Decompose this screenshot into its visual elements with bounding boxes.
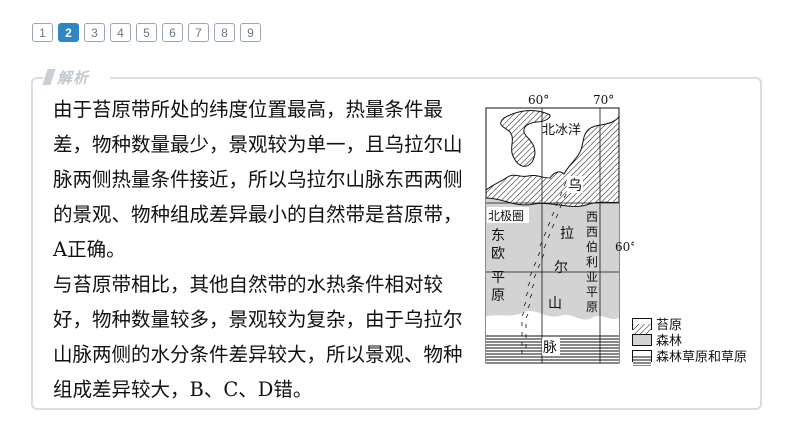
svg-text:伯: 伯 <box>586 239 598 254</box>
section-tag: 解析 <box>42 66 110 88</box>
section-tag-label: 解析 <box>57 68 90 87</box>
svg-text:乌: 乌 <box>568 178 582 194</box>
arctic-ocean-label: 北冰洋 <box>542 123 581 138</box>
svg-text:东: 东 <box>491 228 505 244</box>
svg-text:拉: 拉 <box>560 226 574 242</box>
page-button-7[interactable]: 7 <box>188 23 209 42</box>
svg-text:脉: 脉 <box>543 340 557 356</box>
svg-text:平: 平 <box>586 285 598 299</box>
hatch-swatch-icon <box>633 324 651 334</box>
ural-mountain-chain <box>521 181 571 354</box>
analysis-paragraph-2: 与苔原带相比，其他自然带的水热条件相对较好，物种数量较多，景观较为复杂，由于乌拉… <box>53 273 463 401</box>
svg-text:西: 西 <box>586 210 598 224</box>
legend-label-forest: 森林 <box>656 334 683 349</box>
west-siberian-plain-label: 西 西 伯 利 亚 平 原 <box>586 210 598 314</box>
page-button-3[interactable]: 3 <box>84 23 105 42</box>
svg-text:平: 平 <box>491 270 505 286</box>
svg-text:尔: 尔 <box>554 260 568 276</box>
arctic-circle-label: 北极圈 <box>488 209 524 223</box>
page-button-1[interactable]: 1 <box>32 23 53 42</box>
page-button-9[interactable]: 9 <box>240 23 261 42</box>
svg-text:山: 山 <box>548 296 562 312</box>
ural-region-map: 60° 70° 北冰洋 北极圈 60° 东 欧 平 原 乌 拉 <box>485 93 634 364</box>
answer-card <box>31 77 762 410</box>
lat-60-label: 60° <box>615 240 634 254</box>
page-button-8[interactable]: 8 <box>214 23 235 42</box>
legend-label-tundra: 苔原 <box>656 318 683 333</box>
page-button-6[interactable]: 6 <box>162 23 183 42</box>
svg-text:原: 原 <box>586 300 598 314</box>
legend-label-grassland: 森林草原和草原 <box>656 350 748 365</box>
svg-text:利: 利 <box>586 255 598 269</box>
legend-swatch-tundra <box>632 318 652 334</box>
svg-text:欧: 欧 <box>491 246 505 262</box>
page-button-2[interactable]: 2 <box>58 23 79 42</box>
legend-swatch-grassland <box>632 350 652 366</box>
lines-swatch-icon <box>633 356 651 366</box>
svg-text:原: 原 <box>491 288 505 304</box>
map-frame <box>485 107 620 364</box>
east-european-plain-label: 东 欧 平 原 <box>491 228 505 304</box>
ural-mountains-label: 乌 拉 尔 山 脉 <box>542 176 583 356</box>
tag-bar <box>42 69 56 85</box>
svg-text:西: 西 <box>586 225 598 239</box>
legend-swatch-forest <box>632 334 652 346</box>
svg-text:亚: 亚 <box>586 270 598 284</box>
page-button-4[interactable]: 4 <box>110 23 131 42</box>
lon-70-label: 70° <box>593 93 614 107</box>
lon-60-label: 60° <box>528 93 549 107</box>
analysis-paragraph-1: 由于苔原带所处的纬度位置最高，热量条件最差，物种数量最少，景观较为单一，且乌拉尔… <box>53 98 463 261</box>
page-button-5[interactable]: 5 <box>136 23 157 42</box>
